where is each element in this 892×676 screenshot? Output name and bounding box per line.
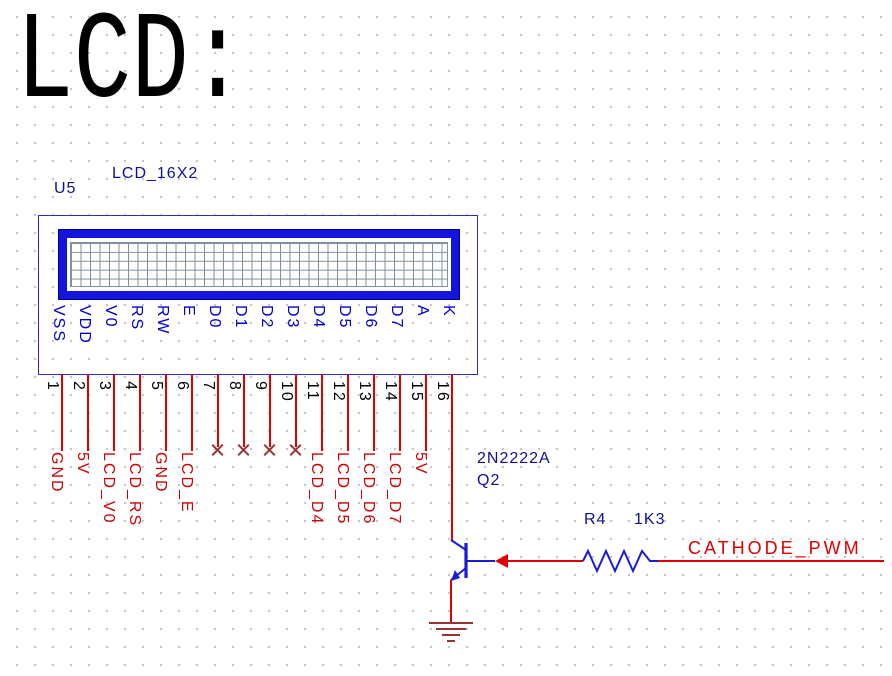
pin-number: 3: [96, 381, 113, 392]
wire[interactable]: [217, 374, 219, 447]
pin-name: D0: [206, 305, 223, 330]
net-label[interactable]: LCD_D7: [386, 452, 403, 526]
pin-name: VSS: [50, 305, 67, 344]
transistor-value-label[interactable]: 2N2222A: [477, 450, 551, 467]
pin-number: 15: [408, 381, 425, 403]
pin-name: D5: [336, 305, 353, 330]
pin-name: V0: [102, 305, 119, 329]
pin-name: K: [440, 305, 457, 318]
lcd-screen-graphic: [58, 229, 460, 300]
base-and-output-wires[interactable]: [450, 560, 884, 623]
wire[interactable]: [347, 374, 349, 451]
pin-name: VDD: [76, 305, 93, 345]
schematic-title: LCD:: [16, 0, 247, 134]
lcd-component-body[interactable]: [38, 215, 478, 375]
wire[interactable]: [191, 374, 193, 451]
net-label[interactable]: LCD_RS: [126, 452, 143, 528]
net-label[interactable]: GND: [152, 452, 169, 494]
wire[interactable]: [269, 374, 271, 447]
pin-name: D1: [232, 305, 249, 330]
pin-name: RS: [128, 305, 145, 332]
pin-number: 10: [278, 381, 295, 403]
wire[interactable]: [451, 374, 453, 541]
pin-name: D2: [258, 305, 275, 330]
resistor-value-label[interactable]: 1K3: [634, 511, 666, 528]
wire[interactable]: [295, 374, 297, 447]
net-label[interactable]: LCD_E: [178, 452, 195, 514]
pin-name: D7: [388, 305, 405, 330]
transistor-symbol[interactable]: [450, 539, 495, 581]
wire[interactable]: [113, 374, 115, 451]
pin-number: 12: [330, 381, 347, 403]
net-label[interactable]: LCD_D5: [334, 452, 351, 526]
wire[interactable]: [373, 374, 375, 451]
lcd-pixel-grid: [70, 242, 448, 287]
ground-symbol[interactable]: [429, 622, 473, 642]
wire[interactable]: [139, 374, 141, 451]
pin-name: RW: [154, 305, 171, 336]
pin-number: 9: [252, 381, 269, 392]
wire[interactable]: [425, 374, 427, 451]
pin-number: 13: [356, 381, 373, 403]
net-label[interactable]: 5V: [74, 452, 91, 476]
wire[interactable]: [399, 374, 401, 451]
wire[interactable]: [243, 374, 245, 447]
pin-name: D4: [310, 305, 327, 330]
pin-name: E: [180, 305, 197, 318]
pin-number: 4: [122, 381, 139, 392]
pin-number: 6: [174, 381, 191, 392]
pin-number: 2: [70, 381, 87, 392]
net-label[interactable]: LCD_D4: [308, 452, 325, 526]
pin-number: 14: [382, 381, 399, 403]
wire[interactable]: [61, 374, 63, 451]
net-label-cathode-pwm[interactable]: CATHODE_PWM: [688, 538, 862, 558]
net-label[interactable]: LCD_D6: [360, 452, 377, 526]
lcd-screen-panel: [67, 238, 451, 291]
pin-name: A: [414, 305, 431, 318]
pin-name: D3: [284, 305, 301, 330]
net-label[interactable]: GND: [48, 452, 65, 494]
lcd-value-label[interactable]: LCD_16X2: [112, 165, 199, 182]
pin-number: 5: [148, 381, 165, 392]
pin-number: 8: [226, 381, 243, 392]
pin-number: 16: [434, 381, 451, 403]
pin-name: D6: [362, 305, 379, 330]
lcd-ref-label[interactable]: U5: [54, 180, 77, 197]
net-label[interactable]: LCD_V0: [100, 452, 117, 525]
pin-number: 11: [304, 381, 321, 402]
wire[interactable]: [87, 374, 89, 451]
emitter-arrow-icon: [451, 570, 460, 581]
wire[interactable]: [165, 374, 167, 451]
net-label[interactable]: 5V: [412, 452, 429, 476]
wire[interactable]: [321, 374, 323, 451]
pin-number: 7: [200, 381, 217, 392]
transistor-ref-label[interactable]: Q2: [477, 472, 501, 489]
resistor-symbol[interactable]: [582, 548, 658, 574]
wire-arrow-icon: [495, 554, 508, 568]
pin-number: 1: [44, 381, 61, 392]
resistor-ref-label[interactable]: R4: [584, 511, 607, 528]
